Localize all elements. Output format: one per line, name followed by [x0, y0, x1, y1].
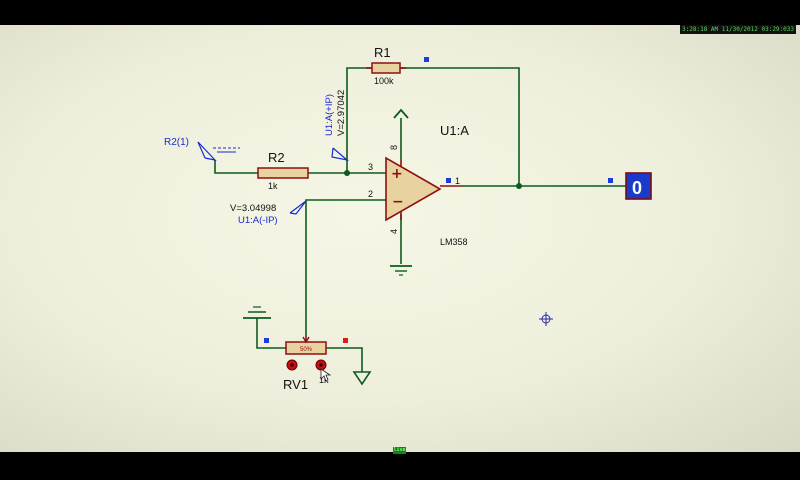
generator-arrow-icon: [197, 141, 217, 161]
generator-label: R2(1): [164, 137, 189, 148]
r1-ref-label: R1: [374, 45, 391, 60]
opamp-part-label: LM358: [440, 237, 468, 247]
pot-ref-label: RV1: [283, 377, 308, 392]
r1-pin-marker: [424, 57, 429, 62]
pot-left-marker: [264, 338, 269, 343]
resistor-r2[interactable]: R2 1k: [257, 150, 309, 191]
schematic-canvas[interactable]: [0, 25, 800, 452]
pin-gnd-label: 4: [389, 229, 399, 234]
ground-right-icon: [352, 371, 372, 386]
pin-out-label: 1: [455, 176, 460, 186]
clock-readout: 3:28:18 AM 11/30/2012 03:29:033: [680, 25, 796, 34]
opamp-ref-label: U1:A: [440, 123, 469, 138]
mouse-cursor-icon: [320, 368, 332, 382]
wire-pot-left[interactable]: [256, 318, 286, 349]
wire-junction-r1[interactable]: [346, 67, 372, 173]
pot-wiper-arrow-icon: [302, 336, 310, 344]
pin-vcc-label: 8: [389, 145, 399, 150]
opamp-ground-symbol[interactable]: [390, 265, 412, 276]
origin-crosshair-icon: [539, 312, 553, 326]
pin-inv-label: 2: [368, 189, 373, 199]
probe-minus-voltage: V=3.04998: [230, 203, 276, 214]
wire-inv-wiper[interactable]: [305, 199, 386, 336]
resistor-r1[interactable]: R1 100k: [366, 45, 429, 86]
generator-terminal[interactable]: R2(1): [164, 137, 240, 161]
pot-right-ground-symbol[interactable]: [343, 338, 372, 386]
probe-plus-arrow-icon: [331, 147, 350, 162]
opamp-u1a[interactable]: + − 3 2 1 8 4 U1:A LM358: [368, 123, 469, 247]
status-led: live: [393, 447, 406, 454]
wire-generator-r2[interactable]: [214, 160, 258, 174]
r1-value-label: 100k: [374, 76, 394, 86]
pot-right-marker: [343, 338, 348, 343]
r2-value-label: 1k: [268, 181, 278, 191]
pot-left-ground-symbol[interactable]: [243, 306, 271, 343]
junction-dot-output: [516, 183, 522, 189]
voltage-probe-minus[interactable]: V=3.04998 U1:A(-IP): [230, 200, 307, 226]
top-black-bar: [0, 0, 800, 25]
opamp-minus-icon: −: [392, 194, 404, 210]
probe-minus-arrow-icon: [289, 200, 307, 215]
pin-noninv-label: 3: [368, 162, 373, 172]
probe-plus-voltage: V=2.97042: [336, 90, 347, 136]
logic-probe-value: 0: [632, 178, 642, 198]
voltage-probe-plus[interactable]: U1:A(+IP) V=2.97042: [324, 90, 350, 162]
r2-ref-label: R2: [268, 150, 285, 165]
pot-percent-label: 50%: [300, 347, 313, 353]
probe-minus-name: U1:A(-IP): [238, 215, 278, 226]
resistor-r2-body[interactable]: [257, 167, 309, 179]
logic-probe[interactable]: 0: [608, 172, 652, 200]
logic-probe-marker: [608, 178, 613, 183]
probe-plus-name: U1:A(+IP): [324, 94, 335, 136]
pot-value-label: 1k: [319, 375, 329, 385]
vcc-power-symbol[interactable]: [393, 108, 409, 119]
wire-pot-right[interactable]: [326, 347, 363, 372]
power-arrow-icon: [393, 108, 409, 119]
wires: [214, 67, 626, 372]
wire-r1-output[interactable]: [400, 67, 520, 186]
logic-probe-box[interactable]: [625, 172, 652, 200]
opamp-body[interactable]: [385, 156, 442, 222]
opamp-out-pin-marker: [446, 178, 451, 183]
opamp-plus-icon: +: [391, 166, 403, 182]
bottom-black-bar: [0, 452, 800, 480]
junction-dot-input: [344, 170, 350, 176]
resistor-r1-body[interactable]: [371, 62, 401, 74]
potentiometer-rv1[interactable]: 50% RV1 1k: [283, 336, 332, 392]
